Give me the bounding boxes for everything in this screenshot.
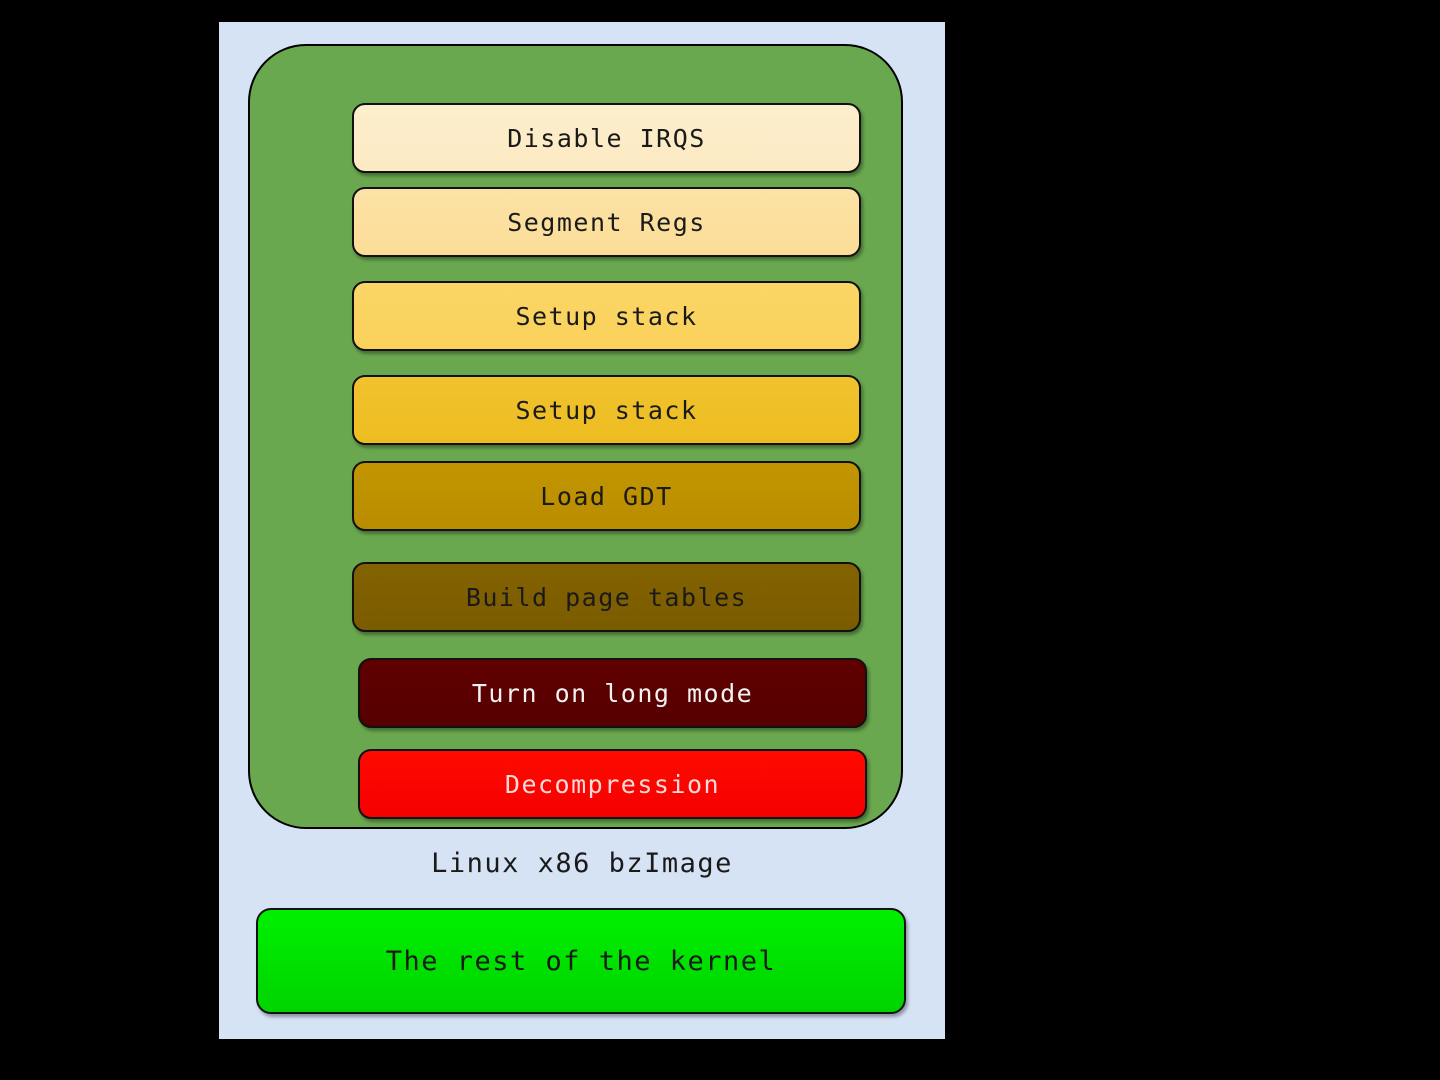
bzimage-caption: Linux x86 bzImage bbox=[431, 848, 733, 879]
stage-box-label: Disable IRQS bbox=[507, 123, 706, 153]
rest-of-kernel-box: The rest of the kernel bbox=[256, 908, 906, 1014]
stage-box-label: Setup stack bbox=[515, 395, 698, 425]
stage-box-label: Segment Regs bbox=[507, 207, 706, 237]
stage-box: Setup stack bbox=[352, 375, 861, 445]
stage-box: Build page tables bbox=[352, 562, 861, 632]
stage-box: Turn on long mode bbox=[358, 658, 867, 728]
stage-box: Load GDT bbox=[352, 461, 861, 531]
stage-box: Segment Regs bbox=[352, 187, 861, 257]
stage-box: Decompression bbox=[358, 749, 867, 819]
stage-box-label: Turn on long mode bbox=[471, 678, 754, 708]
stage-box-label: Build page tables bbox=[465, 582, 748, 612]
stage-box-label: Decompression bbox=[504, 769, 721, 799]
stage-box-label: Load GDT bbox=[540, 481, 673, 511]
stage-box: Setup stack bbox=[352, 281, 861, 351]
stage-box-label: Setup stack bbox=[515, 301, 698, 331]
stage-box: Disable IRQS bbox=[352, 103, 861, 173]
rest-of-kernel-label: The rest of the kernel bbox=[385, 945, 777, 977]
